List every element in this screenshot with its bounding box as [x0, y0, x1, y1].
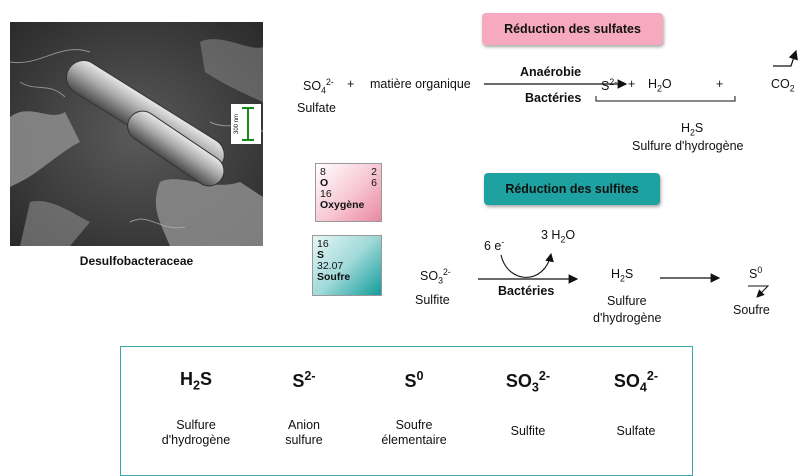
legend-formula-sulfite: SO32-: [505, 369, 551, 395]
water-product: H2O: [648, 77, 672, 94]
title-sulfite-reduction: Réduction des sulfites: [484, 173, 660, 205]
scale-bar-label: 300 nm: [234, 114, 240, 134]
legend-formula-h2s: H2S: [179, 369, 213, 393]
sulfite-name: Sulfite: [415, 293, 450, 307]
micrograph-drawing: 300 nm: [10, 22, 263, 246]
sulfate-name: Sulfate: [297, 101, 336, 115]
elemental-sulfur-name: Soufre: [733, 303, 770, 317]
oxygen-shell2: 6: [371, 177, 377, 189]
oxygen-element-card: 8 2 O 6 16 Oxygène: [315, 163, 382, 222]
legend-formula-sulfide: S2-: [292, 369, 316, 391]
sulfur-symbol: S: [317, 249, 325, 261]
sulfite-h2s-name-2: d'hydrogène: [593, 311, 662, 325]
h2s-name: Sulfure d'hydrogène: [632, 139, 744, 153]
co2-release-arrow: [773, 49, 798, 67]
sulfur-name: Soufre: [317, 271, 351, 283]
sulfite-arrow-label: Bactéries: [498, 284, 555, 298]
oxygen-name: Oxygène: [320, 199, 365, 211]
sulfide-product: S2-: [601, 77, 618, 94]
oxygen-symbol: O: [320, 177, 329, 189]
h2s-formula: H2S: [681, 121, 704, 138]
oxygen-shell1: 2: [371, 166, 377, 178]
water-released: 3 H2O: [541, 228, 576, 245]
h2s-bracket: [595, 96, 736, 102]
photo-caption: Desulfobacteraceae: [79, 254, 194, 268]
electrons-label: 6 e-: [484, 237, 505, 254]
title-sulfate-reduction: Réduction des sulfates: [482, 13, 663, 45]
electron-water-arrow: [500, 252, 554, 278]
oxygen-mass: 16: [320, 188, 332, 200]
legend-formula-sulfate: SO42-: [613, 369, 659, 395]
sulfite-formula: SO32-: [420, 267, 451, 286]
sulfur-mass: 32.07: [317, 260, 344, 272]
arrow-label-bacteria: Bactéries: [525, 91, 582, 105]
arrow-label-anaerobic: Anaérobie: [520, 65, 582, 79]
organic-matter: matière organique: [370, 77, 471, 91]
co2-product: CO2: [771, 77, 795, 94]
plus-2: +: [716, 77, 724, 91]
sulfur-element-card: 16 S 32.07 Soufre: [312, 235, 382, 296]
legend-formula-sulfur: S0: [404, 369, 424, 391]
bacteria-micrograph: 300 nm: [10, 22, 263, 246]
legend-name-sulfate: Sulfate: [616, 424, 656, 438]
sulfur-precipitate-arrow: [748, 285, 770, 298]
sulfite-h2s-name-1: Sulfure: [607, 294, 647, 308]
sulfate-plus: +: [347, 77, 355, 91]
oxygen-number: 8: [320, 166, 326, 178]
plus-1: +: [628, 77, 636, 91]
sulfur-number: 16: [317, 238, 329, 250]
sulfite-h2s-product: H2S: [611, 267, 634, 284]
elemental-sulfur-formula: S0: [749, 265, 763, 282]
legend-name-sulfite: Sulfite: [510, 424, 546, 438]
sulfate-formula: SO42-: [303, 77, 334, 96]
